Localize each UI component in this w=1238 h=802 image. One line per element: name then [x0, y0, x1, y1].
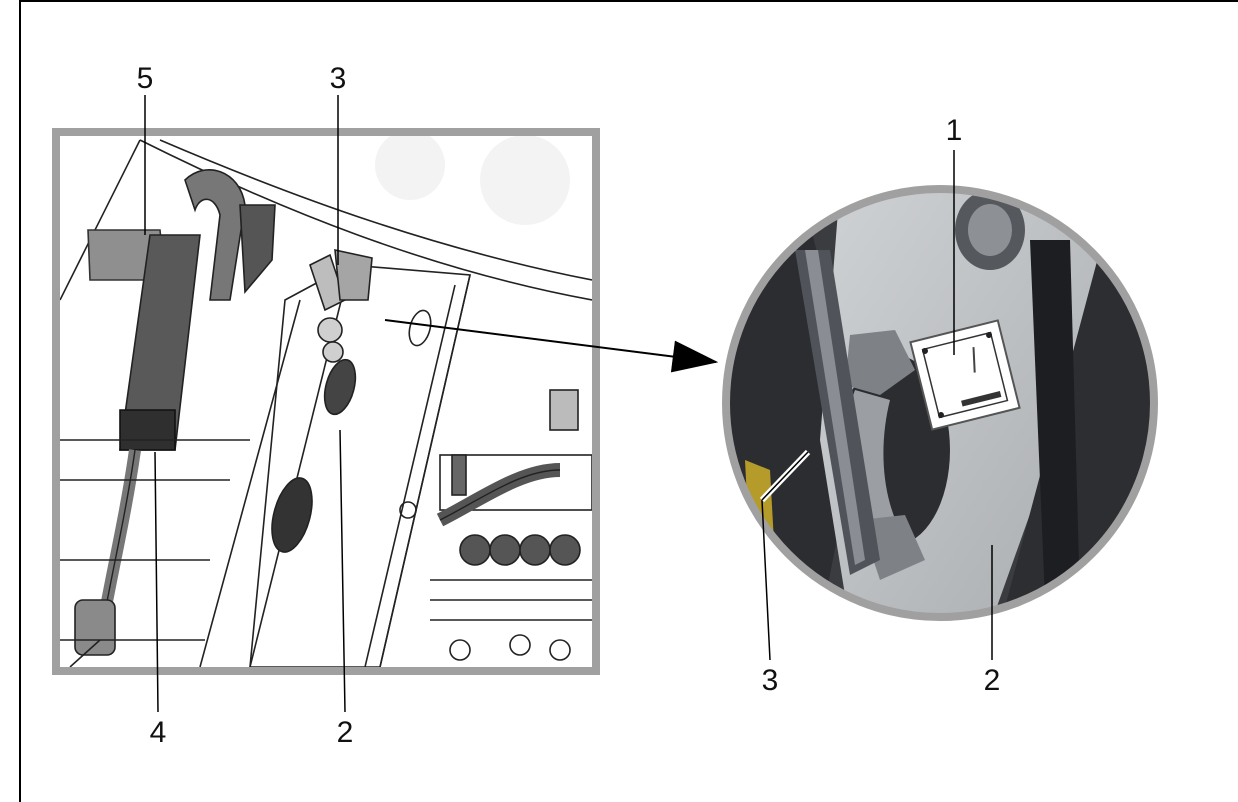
callout-2-right: 2: [984, 664, 1001, 697]
callout-2-left: 2: [337, 716, 354, 749]
leader-2-left: [339, 429, 346, 713]
figure-frame: [19, 0, 1238, 802]
detail-photo: [722, 185, 1158, 621]
callout-4: 4: [150, 716, 167, 749]
callout-3-left: 3: [330, 62, 347, 95]
leader-3-right: [761, 499, 771, 661]
callout-5: 5: [137, 62, 154, 95]
callout-3-right: 3: [762, 664, 779, 697]
leader-lines: [144, 95, 993, 713]
callout-1: 1: [946, 114, 963, 147]
leader-3-right-joint: [761, 451, 809, 501]
left-drawing: [52, 128, 600, 675]
detail-arrow: [384, 319, 719, 373]
leader-4: [154, 451, 159, 713]
